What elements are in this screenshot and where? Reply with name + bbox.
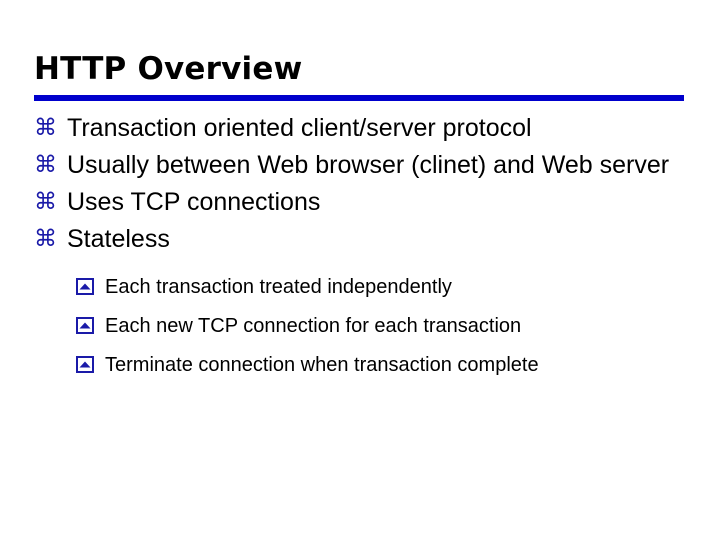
boxed-caret-up-bullet-icon xyxy=(76,317,94,334)
command-glyph-bullet-icon: ⌘ xyxy=(34,152,57,178)
list-item: ⌘ Uses TCP connections xyxy=(34,184,696,220)
list-item: ⌘ Stateless xyxy=(34,221,696,257)
page-title: HTTP Overview xyxy=(34,51,303,87)
list-item-label: Transaction oriented client/server proto… xyxy=(67,114,532,142)
title-underline-rule xyxy=(34,95,684,101)
command-glyph-bullet-icon: ⌘ xyxy=(34,226,57,252)
sub-list-item-label: Each transaction treated independently xyxy=(105,276,452,298)
command-glyph-bullet-icon: ⌘ xyxy=(34,189,57,215)
list-item-label: Usually between Web browser (clinet) and… xyxy=(67,151,670,179)
sub-list-item-label: Terminate connection when transaction co… xyxy=(105,354,539,376)
slide-body: ⌘ Transaction oriented client/server pro… xyxy=(34,110,696,387)
sub-list-item: Terminate connection when transaction co… xyxy=(34,348,696,383)
boxed-caret-up-bullet-icon xyxy=(76,278,94,295)
sub-list: Each transaction treated independently E… xyxy=(34,270,696,383)
sub-list-item-label: Each new TCP connection for each transac… xyxy=(105,315,522,337)
list-item-label: Uses TCP connections xyxy=(67,188,321,216)
command-glyph-bullet-icon: ⌘ xyxy=(34,115,57,141)
list-item: ⌘ Transaction oriented client/server pro… xyxy=(34,110,696,146)
list-item-label: Stateless xyxy=(67,225,170,253)
sub-list-item: Each new TCP connection for each transac… xyxy=(34,309,696,344)
boxed-caret-up-bullet-icon xyxy=(76,356,94,373)
sub-list-item: Each transaction treated independently xyxy=(34,270,696,305)
list-item: ⌘ Usually between Web browser (clinet) a… xyxy=(34,147,696,183)
